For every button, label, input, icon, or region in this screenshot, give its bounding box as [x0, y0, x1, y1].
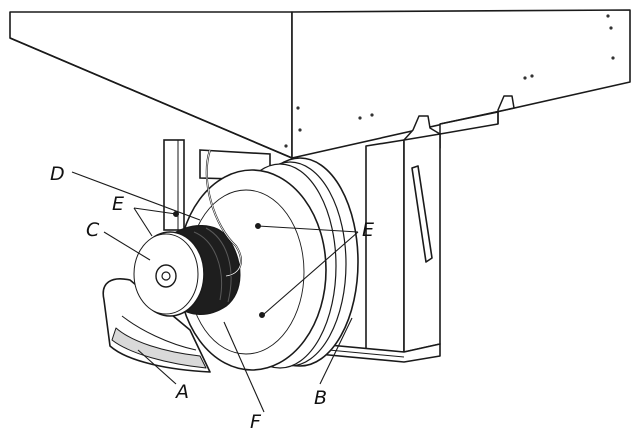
leader-d — [71, 171, 201, 221]
cabinet-bottom-edge — [9, 37, 293, 159]
housing-front-panel — [365, 139, 405, 353]
leader-f — [223, 321, 265, 413]
leader-c — [103, 231, 151, 261]
cabinet — [9, 9, 631, 159]
callout-f: F — [250, 411, 262, 433]
outlet-duct — [102, 278, 211, 373]
callout-d: D — [50, 163, 65, 185]
cabinet-rivets — [284, 14, 615, 148]
callout-a: A — [174, 381, 189, 403]
support-housing — [317, 133, 441, 363]
callout-b: B — [314, 387, 327, 409]
left-post — [163, 139, 185, 231]
cabinet-side-face — [291, 9, 631, 159]
callout-c: C — [86, 219, 100, 241]
blower-housing — [173, 157, 359, 371]
housing-slot — [411, 165, 433, 263]
leader-e-right-1 — [257, 225, 359, 233]
leader-lines — [71, 171, 359, 413]
leader-e-left-2 — [133, 207, 153, 237]
motor-end-cap — [133, 231, 205, 317]
leader-a — [137, 349, 177, 385]
housing-side-panel — [403, 133, 441, 353]
leader-b — [319, 317, 353, 385]
callout-e-left: E — [112, 193, 124, 215]
leader-e-right-2 — [263, 231, 359, 315]
callout-labels: A B C D E E F — [50, 163, 374, 433]
cabinet-front-face — [9, 11, 293, 159]
callout-e-right: E — [362, 219, 374, 241]
leader-e-left-1 — [133, 207, 177, 215]
